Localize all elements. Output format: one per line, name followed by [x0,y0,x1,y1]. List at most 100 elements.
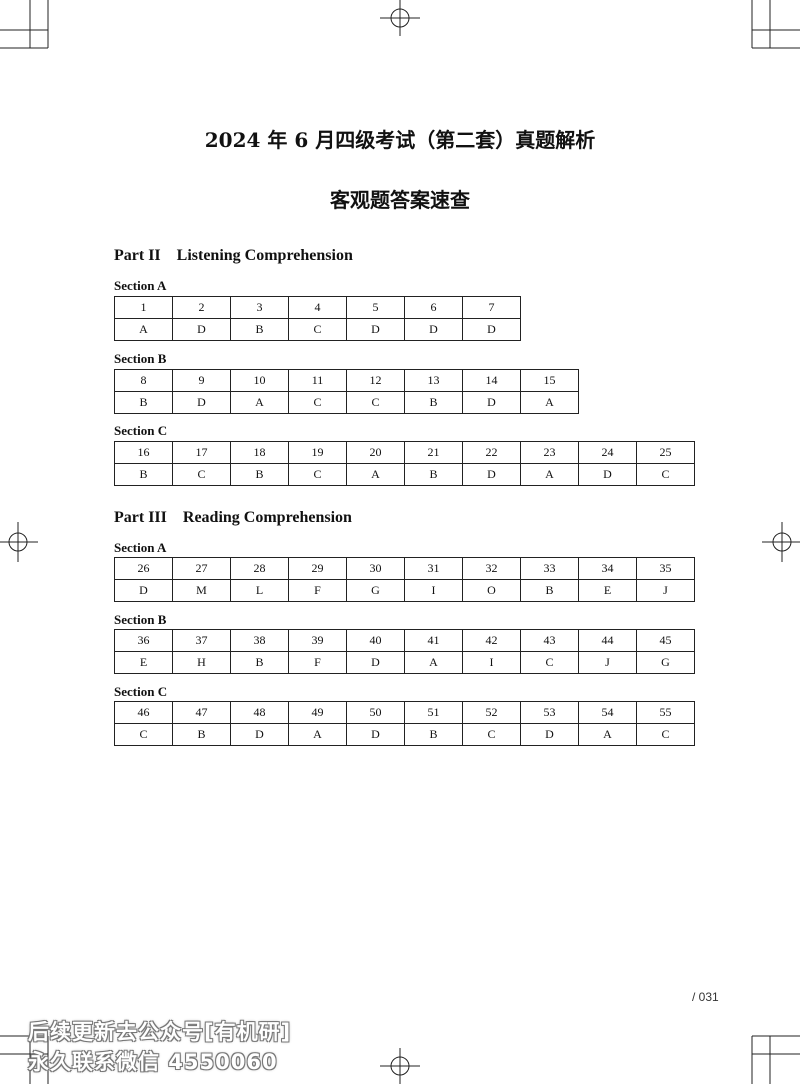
question-number: 40 [346,629,405,652]
question-number-row: 1 2 3 4 5 6 7 [114,296,521,319]
answer-cell: B [172,723,231,746]
answer-cell: D [230,723,289,746]
answer-cell: D [172,391,231,414]
crop-mark-icon [751,0,800,49]
answer-cell: D [346,723,405,746]
answer-cell: D [578,463,637,486]
question-number: 39 [288,629,347,652]
answer-cell: B [520,579,579,602]
crop-mark-icon [751,1035,800,1084]
question-number: 7 [462,296,521,319]
answer-cell: H [172,651,231,674]
question-number: 41 [404,629,463,652]
question-number: 42 [462,629,521,652]
question-number: 26 [114,557,173,580]
question-number: 15 [520,369,579,392]
question-number: 1 [114,296,173,319]
question-number: 55 [636,701,695,724]
answer-table-reading-a: 26 27 28 29 30 31 32 33 34 35 D M L F G … [114,557,695,602]
question-number: 12 [346,369,405,392]
section-heading-reading-b: Section B [114,612,167,627]
question-number: 36 [114,629,173,652]
question-number: 14 [462,369,521,392]
question-number: 19 [288,441,347,464]
answer-cell: B [404,391,463,414]
answer-cell: D [462,391,521,414]
part-heading-reading: Part III Reading Comprehension [114,509,352,526]
answer-table-listening-c: 16 17 18 19 20 21 22 23 24 25 B C B C A … [114,441,695,486]
answer-cell: G [346,579,405,602]
question-number: 6 [404,296,463,319]
question-number: 52 [462,701,521,724]
question-number-row: 8 9 10 11 12 13 14 15 [114,369,579,392]
section-heading-listening-b: Section B [114,351,167,366]
crop-mark-icon [0,1035,49,1084]
answer-cell: D [346,651,405,674]
answer-cell: B [404,463,463,486]
answer-cell: B [404,723,463,746]
answer-cell: D [404,318,463,341]
question-number: 18 [230,441,289,464]
question-number: 16 [114,441,173,464]
question-number: 24 [578,441,637,464]
question-number: 25 [636,441,695,464]
question-number: 44 [578,629,637,652]
answer-cell: I [462,651,521,674]
answer-cell: A [520,391,579,414]
answer-cell: C [288,391,347,414]
answer-row: D M L F G I O B E J [114,579,695,602]
answer-cell: B [230,463,289,486]
answer-cell: J [636,579,695,602]
question-number: 47 [172,701,231,724]
answer-row: B D A C C B D A [114,391,579,414]
answer-cell: I [404,579,463,602]
part-heading-listening: Part II Listening Comprehension [114,247,353,264]
question-number: 48 [230,701,289,724]
question-number: 27 [172,557,231,580]
question-number: 13 [404,369,463,392]
question-number: 50 [346,701,405,724]
question-number: 17 [172,441,231,464]
answer-cell: L [230,579,289,602]
registration-mark-icon [380,0,420,36]
answer-cell: D [462,463,521,486]
answer-row: C B D A D B C D A C [114,723,695,746]
answer-cell: A [230,391,289,414]
answer-cell: D [172,318,231,341]
answer-cell: C [636,723,695,746]
answer-cell: C [172,463,231,486]
registration-mark-icon [0,522,38,562]
section-heading-reading-a: Section A [114,540,167,555]
watermark-line-1: 后续更新去公众号[有机研] [28,1020,292,1044]
registration-mark-icon [762,522,800,562]
question-number-row: 36 37 38 39 40 41 42 43 44 45 [114,629,695,652]
answer-table-reading-b: 36 37 38 39 40 41 42 43 44 45 E H B F D … [114,629,695,674]
answer-cell: D [520,723,579,746]
document-subtitle: 客观题答案速查 [330,188,470,212]
answer-cell: A [404,651,463,674]
question-number: 23 [520,441,579,464]
question-number: 4 [288,296,347,319]
answer-cell: C [288,463,347,486]
crop-mark-icon [0,0,49,49]
question-number: 5 [346,296,405,319]
answer-cell: C [636,463,695,486]
question-number-row: 16 17 18 19 20 21 22 23 24 25 [114,441,695,464]
answer-cell: J [578,651,637,674]
answer-cell: B [230,318,289,341]
question-number: 31 [404,557,463,580]
question-number: 2 [172,296,231,319]
section-heading-listening-a: Section A [114,278,167,293]
answer-cell: C [520,651,579,674]
answer-cell: D [114,579,173,602]
question-number: 38 [230,629,289,652]
answer-cell: E [114,651,173,674]
page-number: / 031 [692,990,719,1004]
question-number: 43 [520,629,579,652]
answer-row: E H B F D A I C J G [114,651,695,674]
question-number: 35 [636,557,695,580]
question-number: 53 [520,701,579,724]
answer-cell: C [346,391,405,414]
answer-cell: D [462,318,521,341]
question-number: 22 [462,441,521,464]
